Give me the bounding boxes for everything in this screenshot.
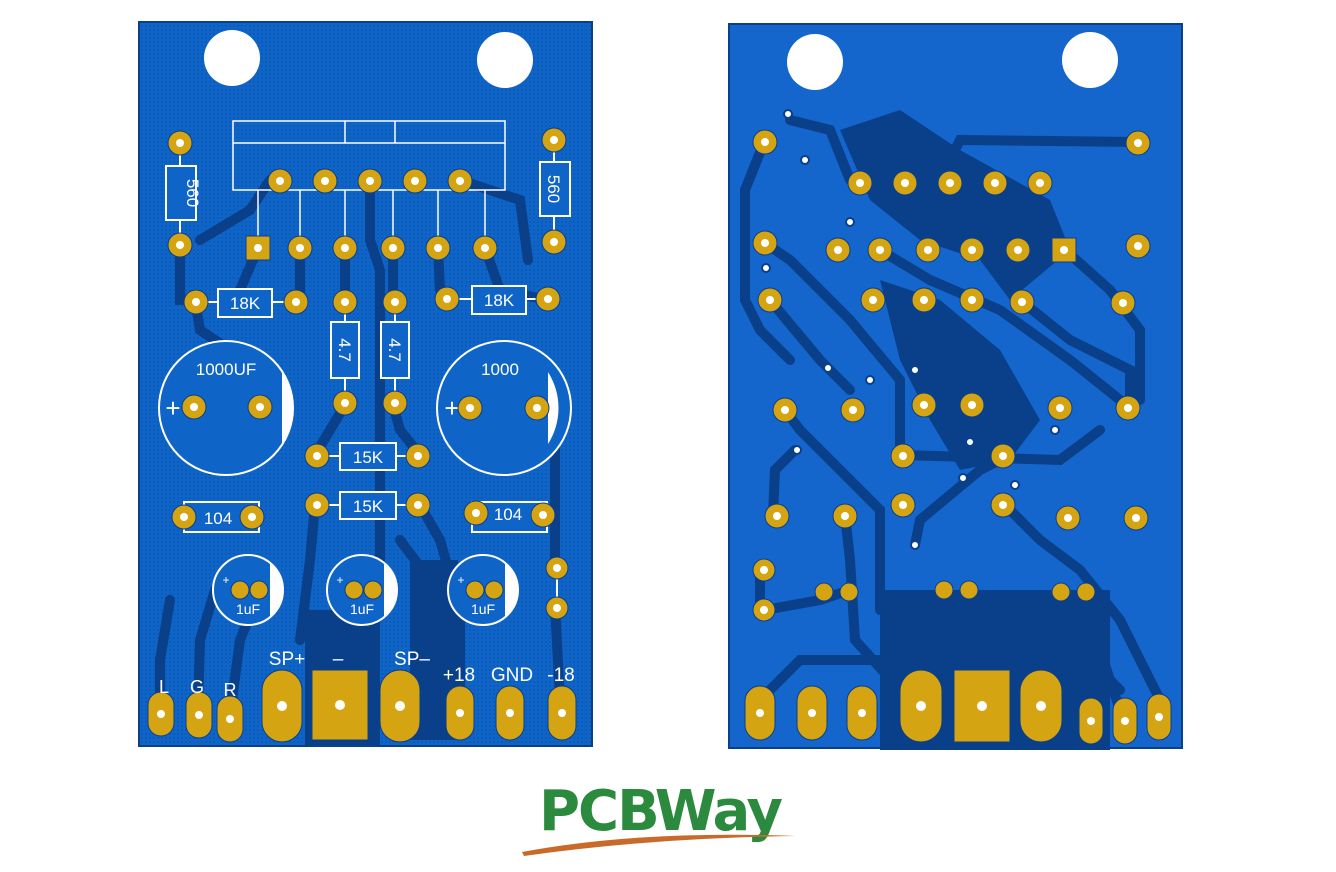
- label-minus: –: [333, 649, 344, 670]
- resistor-r-mid-left: 4.7: [330, 302, 360, 403]
- resistor-r-right-vertical: 560: [539, 140, 571, 242]
- capacitor-label: 104: [494, 505, 522, 524]
- resistor-label: 15K: [353, 497, 384, 516]
- connector-labels: L G R SP+ – SP– +18 GND -18: [159, 649, 575, 700]
- capacitor-label: 1uF: [350, 601, 374, 617]
- polarity-plus: +: [444, 393, 459, 423]
- bottom-vias: [761, 109, 1060, 550]
- bottom-pad-holes: [756, 138, 1163, 725]
- pcbway-logo-swoosh-icon: [522, 834, 796, 856]
- resistor-label: 560: [183, 179, 202, 207]
- capacitor-label: 104: [204, 509, 232, 528]
- capacitor-label: 1uF: [236, 601, 260, 617]
- resistor-r-center-top: 15K: [317, 442, 418, 471]
- top-board: 560 560 18K 18K 4.7 4.7: [138, 21, 593, 747]
- label-plus18: +18: [443, 665, 475, 686]
- bottom-traces: [740, 115, 1165, 715]
- label-r: R: [224, 680, 237, 700]
- capacitor-big-right: 1000 +: [436, 340, 572, 476]
- resistor-label: 15K: [353, 448, 384, 467]
- resistor-r-right-horizontal: 18K: [447, 285, 547, 315]
- polarity-plus: +: [457, 573, 464, 587]
- polarity-plus: +: [336, 573, 343, 587]
- resistor-r-mid-right: 4.7: [380, 302, 410, 403]
- mounting-hole-right: [477, 32, 533, 88]
- label-gnd: GND: [491, 665, 533, 686]
- capacitor-label: 1000: [481, 360, 519, 379]
- polarity-plus: +: [222, 573, 229, 587]
- logo-text: PCBWay: [539, 779, 783, 844]
- mounting-hole-left: [204, 30, 260, 86]
- resistor-label: 4.7: [335, 338, 354, 362]
- label-minus18: -18: [547, 665, 574, 686]
- resistor-r-left-horizontal: 18K: [196, 288, 296, 318]
- capacitor-label: 1uF: [471, 601, 495, 617]
- resistor-label: 18K: [230, 294, 261, 313]
- polarity-plus: +: [165, 393, 180, 423]
- resistor-label: 4.7: [385, 338, 404, 362]
- resistor-label: 560: [544, 175, 563, 203]
- label-l: L: [159, 677, 169, 697]
- resistor-r-center-bottom: 15K: [317, 491, 418, 520]
- resistor-r-left-vertical: 560: [165, 145, 202, 245]
- capacitor-big-left: 1000UF +: [158, 340, 294, 476]
- mounting-hole-right: [1062, 32, 1118, 88]
- label-sp-minus: SP–: [394, 649, 430, 670]
- label-g: G: [190, 677, 204, 697]
- top-pad-holes: [157, 136, 566, 723]
- capacitor-label: 1000UF: [196, 360, 256, 379]
- label-sp-plus: SP+: [269, 649, 305, 670]
- resistor-label: 18K: [484, 291, 515, 310]
- mounting-hole-left: [787, 34, 843, 90]
- bottom-board: [728, 23, 1183, 750]
- pcbway-logo: PCBWay: [522, 779, 796, 856]
